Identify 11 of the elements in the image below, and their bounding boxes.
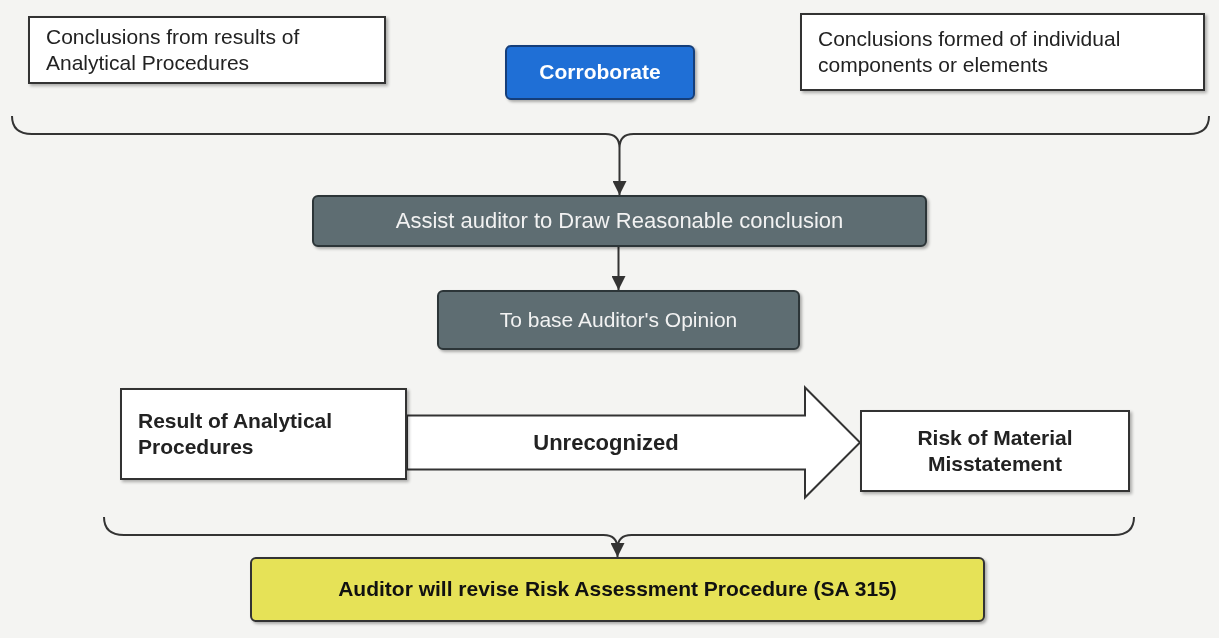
process-box: To base Auditor's Opinion bbox=[437, 290, 800, 350]
process-box: Auditor will revise Risk Assessment Procedure (SA 315) bbox=[250, 557, 985, 622]
process-box: Risk of Material Misstatement bbox=[860, 410, 1130, 492]
brace-arrow bbox=[103, 516, 1135, 558]
brace-arrow bbox=[11, 115, 1210, 196]
arrow bbox=[611, 246, 626, 291]
process-box: Corroborate bbox=[505, 45, 695, 100]
process-box: Conclusions formed of individual components or elements bbox=[800, 13, 1205, 91]
process-box: Conclusions from results of Analytical Procedures bbox=[28, 16, 386, 84]
process-box: Result of Analytical Procedures bbox=[120, 388, 407, 480]
process-box: Assist auditor to Draw Reasonable conclusion bbox=[312, 195, 927, 247]
